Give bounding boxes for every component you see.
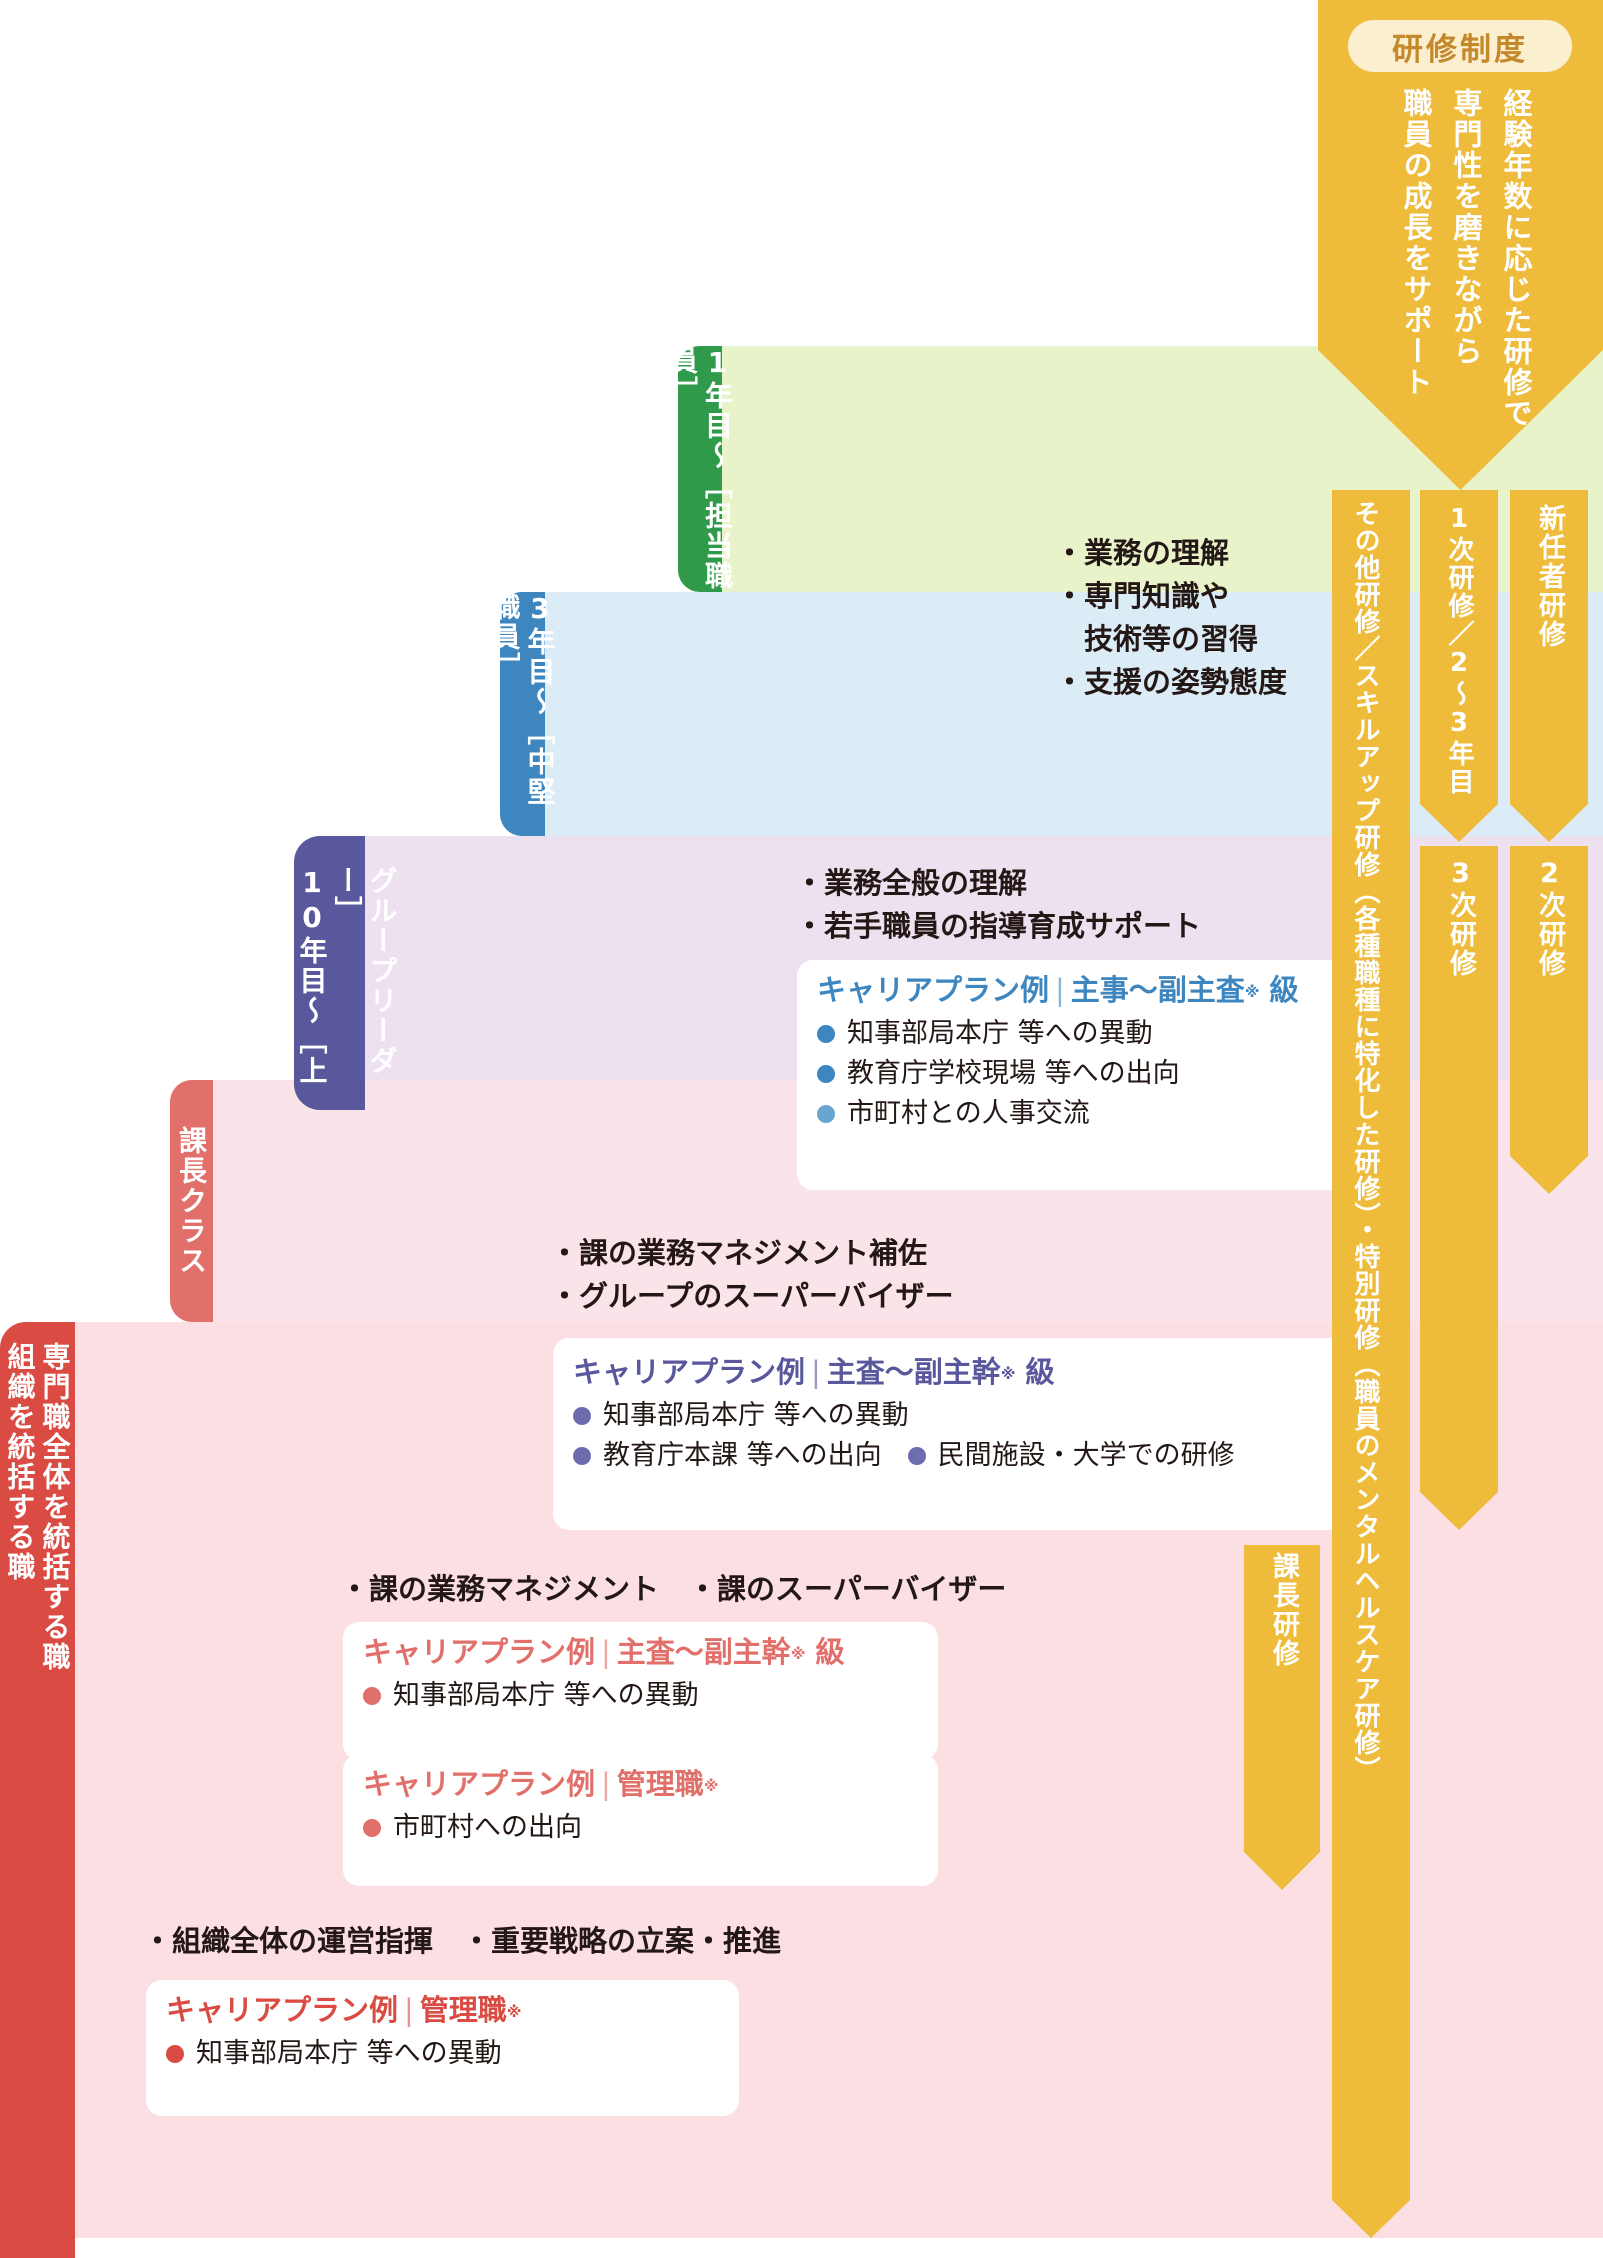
bullet-dot-icon	[817, 1025, 835, 1043]
bullet-dot-icon	[817, 1105, 835, 1123]
duties-mid: ・業務全般の理解 ・若手職員の指導育成サポート	[795, 862, 1201, 948]
career-plan-title: キャリアプラン例|管理職※	[166, 1993, 522, 2027]
career-plan-card-executive: キャリアプラン例|管理職※ 知事部局本庁 等への異動	[146, 1980, 739, 2116]
duty-item: ・課の業務マネジメント補佐	[550, 1236, 928, 1270]
training-arrow-third	[1420, 846, 1498, 1530]
duty-item: ・組織全体の運営指揮 ・重要戦略の立案・推進	[143, 1924, 782, 1958]
training-arrow-other	[1332, 490, 1410, 2238]
duty-item: ・支援の姿勢態度	[1055, 665, 1288, 699]
duty-item: ・若手職員の指導育成サポート	[795, 909, 1202, 943]
career-plan-item: 知事部局本庁 等への異動	[166, 2034, 719, 2074]
level-tab-mid: 3年目〜［中堅職員］	[489, 592, 557, 836]
training-arrow-second	[1510, 846, 1588, 1194]
level-tab-section-chief: 課長クラス	[170, 1080, 213, 1322]
career-plan-item: 市町村との人事交流	[817, 1094, 1343, 1134]
career-plan-card-mid: キャリアプラン例|主事〜副主査※ 級 知事部局本庁 等への異動 教育庁学校現場 …	[797, 960, 1363, 1190]
bullet-dot-icon	[907, 1447, 926, 1465]
level-tab-executive-col2: 専門職全体を統括する職	[38, 1342, 72, 1672]
career-plan-item: 教育庁学校現場 等への出向	[817, 1054, 1343, 1094]
training-label-second: 2次研修	[1534, 858, 1565, 978]
training-label-other: その他研修／スキルアップ研修（各種職種に特化した研修）・特別研修（職員のメンタル…	[1350, 500, 1380, 1783]
duty-item: ・課の業務マネジメント ・課のスーパーバイザー	[340, 1572, 1007, 1606]
bullet-dot-icon	[363, 1819, 381, 1837]
career-plan-item: 知事部局本庁 等への異動	[573, 1396, 1343, 1436]
duties-senior: ・課の業務マネジメント補佐 ・グループのスーパーバイザー	[550, 1232, 954, 1318]
level-tab-senior-col1: 10年目〜［上席・	[260, 866, 329, 1086]
duties-section-chief: ・課の業務マネジメント ・課のスーパーバイザー	[340, 1568, 1006, 1611]
career-plan-card-senior: キャリアプラン例|主査〜副主幹※ 級 知事部局本庁 等への異動 教育庁本課 等へ…	[553, 1338, 1363, 1530]
level-tab-entry: 1年目〜［担当職員］	[666, 346, 734, 592]
career-plan-title: キャリアプラン例|主査〜副主幹※ 級	[573, 1355, 1055, 1389]
career-plan-item: 知事部局本庁 等への異動	[817, 1014, 1343, 1054]
career-plan-card-section-chief-1: キャリアプラン例|主査〜副主幹※ 級 知事部局本庁 等への異動	[343, 1622, 938, 1760]
career-plan-title: キャリアプラン例|主査〜副主幹※ 級	[363, 1635, 845, 1669]
banner-line-3: 職員の成長をサポート	[1399, 88, 1433, 398]
training-arrow-new-hire	[1510, 490, 1588, 842]
duty-item: ・業務の理解	[1055, 536, 1230, 570]
career-plan-title: キャリアプラン例|主事〜副主査※ 級	[817, 973, 1299, 1007]
level-tab-senior: 10年目〜［上席・ グループリーダー］	[261, 836, 399, 1110]
training-label-new-hire: 新任者研修	[1534, 504, 1565, 649]
bullet-dot-icon	[817, 1065, 835, 1083]
duties-entry: ・業務の理解 ・専門知識や 技術等の習得 ・支援の姿勢態度	[1055, 532, 1287, 704]
bullet-dot-icon	[573, 1407, 591, 1425]
level-tab-executive-col1: 組織を統括する職	[3, 1342, 37, 1582]
training-arrow-section-chief	[1244, 1545, 1320, 1890]
duty-item: 技術等の習得	[1055, 622, 1259, 656]
training-label-section-chief: 課長研修	[1268, 1552, 1299, 1668]
level-tab-senior-col2: グループリーダー］	[330, 866, 399, 1076]
training-label-first: 1次研修／2〜3年目	[1444, 504, 1474, 796]
career-plan-title: キャリアプラン例|管理職※	[363, 1767, 719, 1801]
training-label-third: 3次研修	[1445, 858, 1476, 978]
banner-line-1: 経験年数に応じた研修で	[1499, 88, 1533, 429]
duties-executive: ・組織全体の運営指揮 ・重要戦略の立案・推進	[143, 1920, 781, 1963]
career-plan-item: 知事部局本庁 等への異動	[363, 1676, 918, 1716]
training-arrow-first	[1420, 490, 1498, 842]
career-plan-item: 教育庁本課 等への出向民間施設・大学での研修	[573, 1436, 1343, 1476]
bullet-dot-icon	[573, 1447, 591, 1465]
banner-line-2: 専門性を磨きながら	[1449, 88, 1483, 367]
duty-item: ・グループのスーパーバイザー	[550, 1279, 954, 1313]
level-tab-executive: 組織を統括する職 専門職全体を統括する職	[0, 1322, 75, 2258]
banner-title: 研修制度	[1348, 20, 1572, 72]
career-plan-card-section-chief-2: キャリアプラン例|管理職※ 市町村への出向	[343, 1754, 938, 1886]
duty-item: ・専門知識や	[1055, 579, 1230, 613]
duty-item: ・業務全般の理解	[795, 866, 1028, 900]
bullet-dot-icon	[166, 2045, 184, 2063]
career-plan-item: 市町村への出向	[363, 1808, 918, 1848]
bullet-dot-icon	[363, 1687, 381, 1705]
